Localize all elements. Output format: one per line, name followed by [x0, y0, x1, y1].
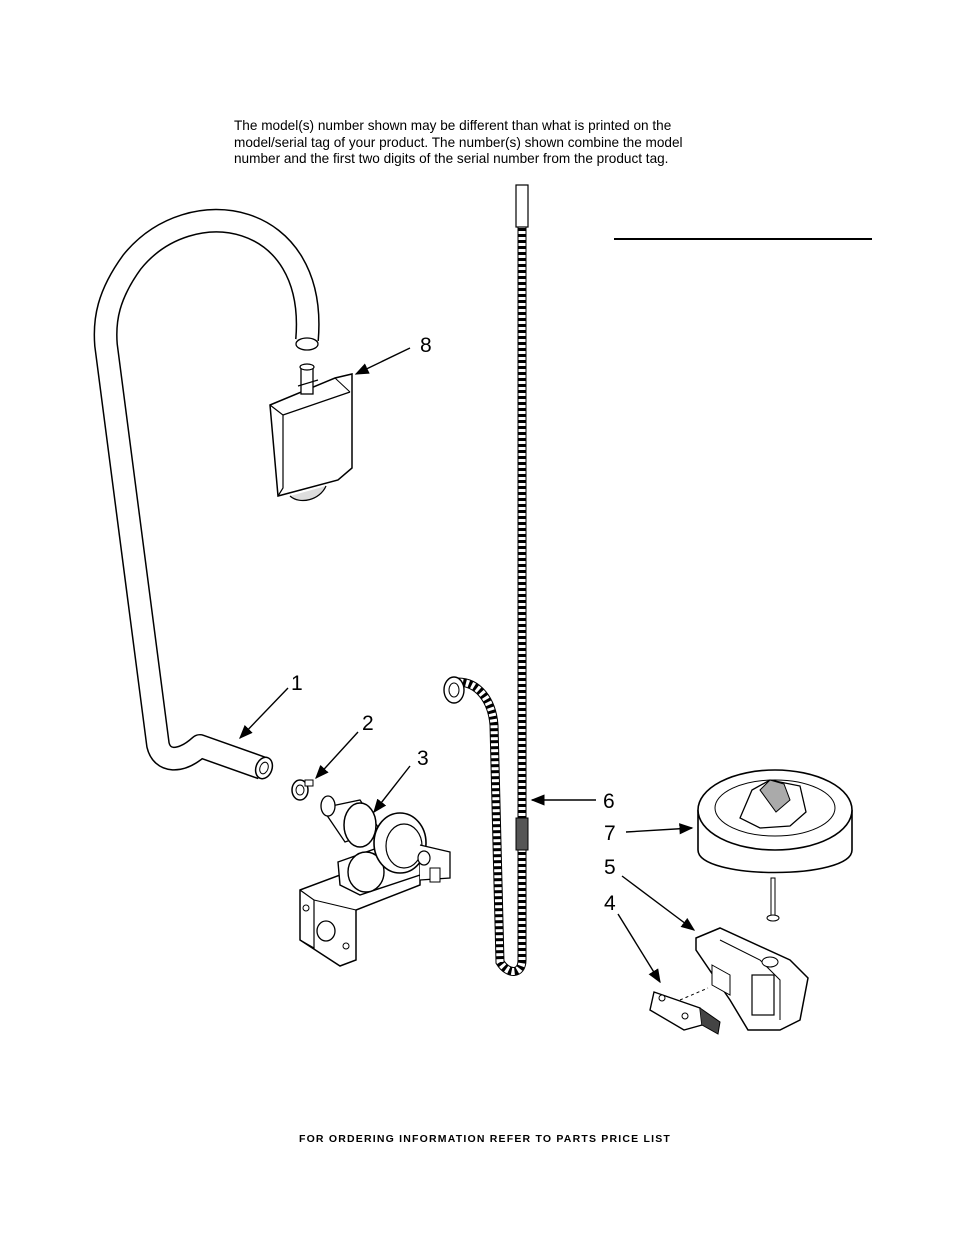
leader-3	[374, 766, 410, 812]
vent-assembly	[270, 364, 352, 501]
leader-8	[356, 348, 410, 374]
leader-1	[240, 688, 288, 738]
callout-4: 4	[604, 892, 616, 915]
ordering-footer: FOR ORDERING INFORMATION REFER TO PARTS …	[0, 1133, 954, 1145]
leader-2	[316, 732, 358, 778]
callout-5: 5	[604, 856, 616, 879]
callout-6: 6	[603, 790, 615, 813]
leader-5	[622, 876, 694, 930]
hose-clamp	[292, 780, 313, 800]
micro-switch	[650, 988, 720, 1034]
callout-3: 3	[417, 747, 429, 770]
wire-harness	[444, 185, 528, 972]
callout-2: 2	[362, 712, 374, 735]
drain-hose	[106, 221, 318, 781]
water-valve	[300, 796, 450, 966]
callout-8: 8	[420, 334, 432, 357]
leader-7	[626, 828, 692, 832]
callout-7: 7	[604, 822, 616, 845]
float-switch-bracket	[696, 928, 808, 1030]
float	[698, 770, 852, 921]
callout-1: 1	[291, 672, 303, 695]
leader-4	[618, 914, 660, 982]
